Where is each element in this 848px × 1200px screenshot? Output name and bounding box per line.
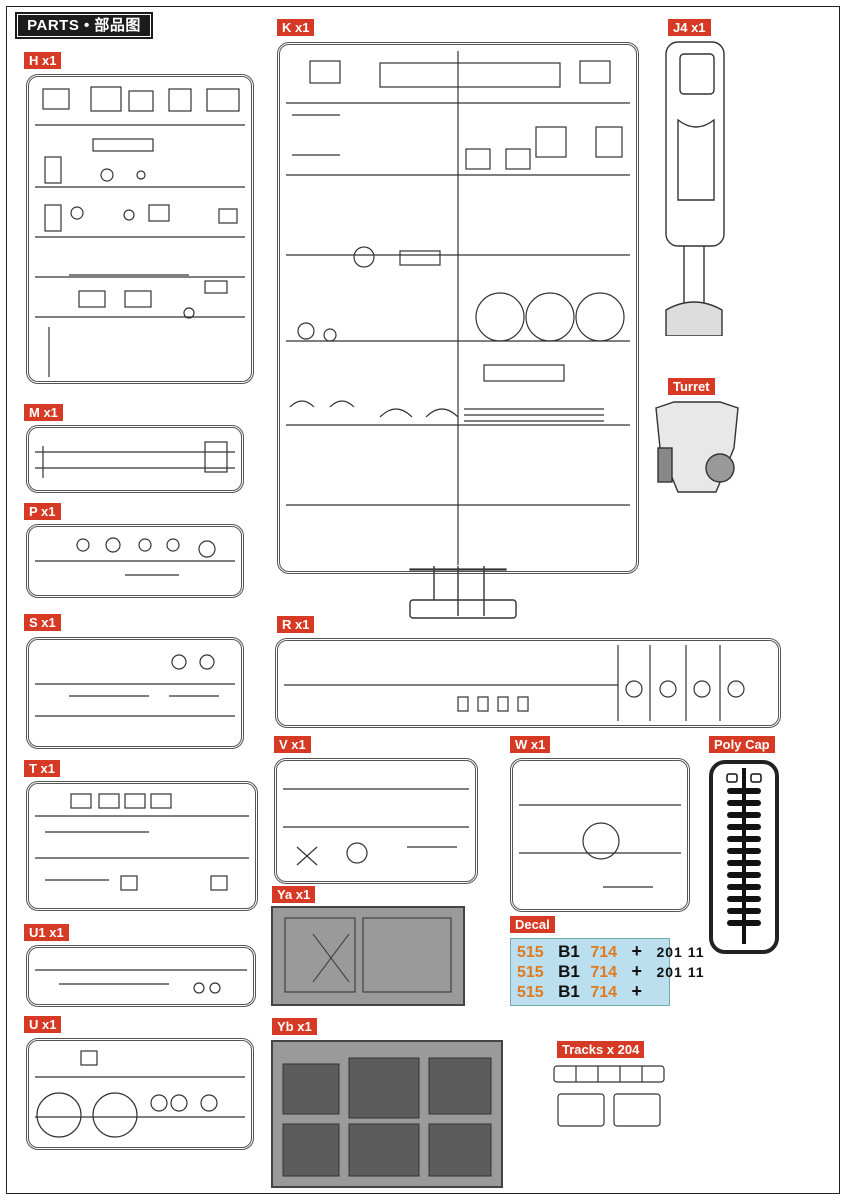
sprue-t [26, 781, 258, 911]
decal-row-3: 515 B1 714 + [517, 981, 642, 1001]
decal-row-1: 515 B1 714 + 201 11 [517, 941, 705, 961]
label-decal: Decal [510, 916, 555, 933]
sprue-v [274, 758, 478, 884]
decal-714: 714 [590, 944, 618, 961]
sprue-k-stem [408, 566, 520, 620]
decal-515: 515 [517, 984, 544, 1001]
label-s: S x1 [24, 614, 61, 631]
label-j4: J4 x1 [668, 19, 711, 36]
sprue-k [277, 42, 639, 574]
label-k: K x1 [277, 19, 315, 36]
decal-714: 714 [590, 964, 618, 981]
photo-etch-yb [271, 1040, 503, 1188]
balkenkreuz-icon: + [631, 981, 643, 1001]
label-u1: U1 x1 [24, 924, 69, 941]
sprue-s [26, 637, 244, 749]
poly-cap-sprue [709, 760, 779, 954]
label-p: P x1 [24, 503, 61, 520]
page-frame [6, 6, 840, 1194]
decal-20111: 201 11 [656, 964, 705, 980]
decal-20111: 201 11 [656, 944, 705, 960]
label-tracks: Tracks x 204 [557, 1041, 645, 1058]
sprue-w [510, 758, 690, 912]
decal-b1: B1 [558, 962, 580, 981]
label-ya: Ya x1 [272, 886, 316, 903]
label-turret: Turret [668, 378, 715, 395]
sprue-h-parts [35, 86, 245, 377]
label-yb: Yb x1 [272, 1018, 317, 1035]
label-t: T x1 [24, 760, 61, 777]
label-v: V x1 [274, 736, 311, 753]
decal-row-2: 515 B1 714 + 201 11 [517, 961, 705, 981]
label-u: U x1 [24, 1016, 62, 1033]
sprue-u1 [26, 945, 256, 1007]
decal-b1: B1 [558, 942, 580, 961]
balkenkreuz-icon: + [631, 941, 643, 961]
decal-b1: B1 [558, 982, 580, 1001]
label-w: W x1 [510, 736, 551, 753]
photo-etch-ya [271, 906, 465, 1006]
sprue-h [26, 74, 254, 384]
turret-part [648, 398, 746, 498]
sprue-r [275, 638, 781, 728]
label-polycap: Poly Cap [709, 736, 775, 753]
decal-515: 515 [517, 964, 544, 981]
label-h: H x1 [24, 52, 62, 69]
sprue-m [26, 425, 244, 493]
sprue-j4 [664, 40, 726, 337]
sprue-p [26, 524, 244, 598]
label-r: R x1 [277, 616, 315, 633]
sprue-k-parts [286, 51, 630, 571]
balkenkreuz-icon: + [631, 961, 643, 981]
page-title: PARTS • 部品图 [15, 12, 153, 39]
sprue-u [26, 1038, 254, 1150]
decal-714: 714 [590, 984, 618, 1001]
label-m: M x1 [24, 404, 63, 421]
decal-sheet: 515 B1 714 + 201 11 515 B1 714 + 201 11 … [510, 938, 704, 1006]
decal-515: 515 [517, 944, 544, 961]
tracks-parts [548, 1062, 672, 1132]
